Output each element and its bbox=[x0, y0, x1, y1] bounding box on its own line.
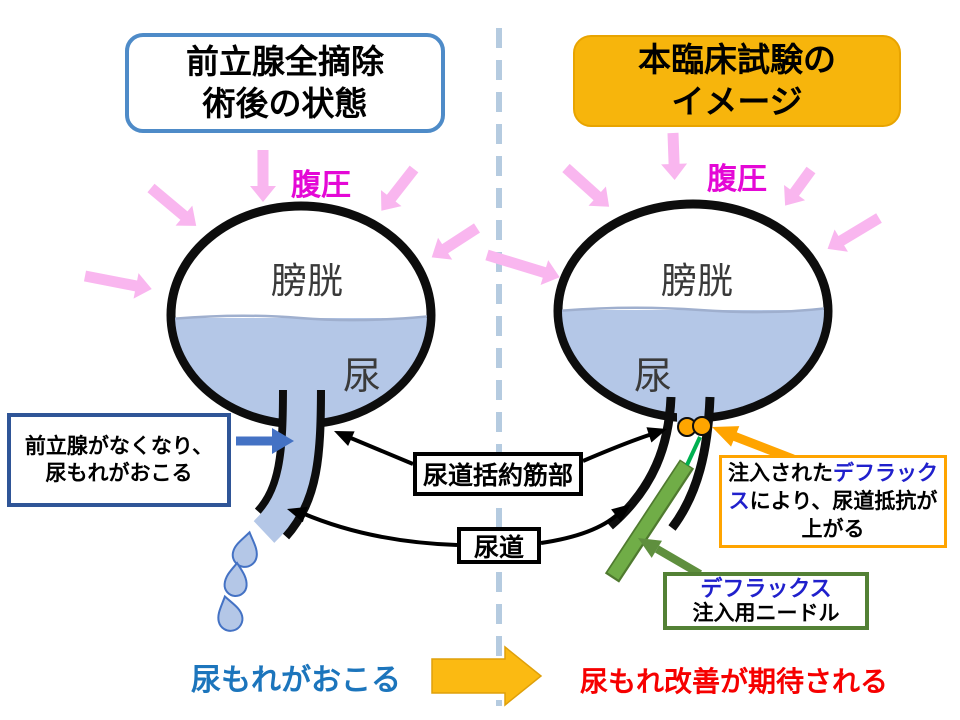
deflux-name-text: デフラックス bbox=[728, 461, 938, 513]
pressure-arrow-icon bbox=[784, 166, 816, 206]
callout-arrow-orange-icon bbox=[712, 426, 795, 464]
sphincter-pointer-arrows bbox=[334, 427, 667, 466]
abdominal-pressure-arrows-left bbox=[83, 150, 480, 299]
deflux-injection-dots-icon bbox=[677, 416, 712, 437]
injection-effect-text: 注入されたデフラックスにより、尿道抵抗が上がる bbox=[722, 460, 944, 544]
urine-drop-icon bbox=[217, 530, 258, 632]
left-title-line1: 前立腺全摘除 bbox=[186, 43, 384, 80]
pressure-arrow-icon bbox=[380, 165, 419, 211]
left-outcome-text: 尿もれがおこる bbox=[191, 664, 401, 697]
pressure-arrow-icon bbox=[485, 249, 560, 285]
needle-callout-line2: 注入用ニードル bbox=[692, 602, 840, 625]
needle-tip-icon bbox=[685, 436, 702, 466]
pressure-arrow-icon bbox=[562, 163, 610, 207]
left-title-box: 前立腺全摘除 術後の状態 bbox=[125, 33, 445, 133]
needle-callout-line1: デフラックス bbox=[700, 576, 832, 601]
pressure-arrow-icon bbox=[147, 183, 197, 226]
pressure-arrow-icon bbox=[83, 270, 152, 299]
injection-needle-icon bbox=[604, 459, 695, 583]
right-bladder-group bbox=[553, 199, 833, 583]
sphincter-label-box: 尿道括約筋部 bbox=[413, 452, 583, 496]
right-outcome-text: 尿もれ改善が期待される bbox=[579, 666, 888, 697]
right-urine-label: 尿 bbox=[633, 356, 672, 398]
left-urethra-inner bbox=[253, 379, 317, 543]
prostate-removed-line2: 尿もれがおこる bbox=[45, 462, 193, 485]
pressure-arrow-icon bbox=[250, 150, 276, 202]
injection-pre-text: 注入された bbox=[728, 461, 833, 485]
prostate-removed-line1: 前立腺がなくなり、 bbox=[24, 435, 214, 458]
callout-arrow-green-icon bbox=[638, 538, 703, 578]
right-title-line2: イメージ bbox=[671, 83, 803, 120]
urethra-pointer-arrows bbox=[287, 504, 631, 547]
injection-effect-callout: 注入されたデフラックスにより、尿道抵抗が上がる bbox=[719, 455, 947, 548]
left-title-line2: 術後の状態 bbox=[202, 85, 368, 122]
callout-arrow-blue-icon bbox=[236, 428, 294, 454]
right-title-box: 本臨床試験の イメージ bbox=[573, 35, 901, 127]
right-title-line1: 本臨床試験の bbox=[638, 41, 836, 78]
abdominal-pressure-arrows-right bbox=[485, 132, 882, 285]
needle-callout: デフラックス 注入用ニードル bbox=[663, 572, 869, 630]
injection-post-text: により、尿道抵抗が上がる bbox=[749, 489, 938, 541]
prostate-removed-callout: 前立腺がなくなり、 尿もれがおこる bbox=[7, 413, 231, 507]
right-urethra-right-wall bbox=[668, 396, 715, 531]
right-bladder-label: 膀胱 bbox=[660, 260, 733, 301]
transition-arrow-icon bbox=[431, 645, 543, 707]
urethra-label-box: 尿道 bbox=[457, 527, 541, 564]
pressure-arrow-icon bbox=[827, 213, 882, 252]
right-pressure-label: 腹圧 bbox=[707, 163, 767, 196]
pressure-arrow-icon bbox=[661, 132, 688, 180]
left-urine-label: 尿 bbox=[342, 356, 381, 398]
left-bladder-group bbox=[166, 201, 436, 632]
left-pressure-label: 腹圧 bbox=[291, 169, 351, 202]
pressure-arrow-icon bbox=[431, 223, 480, 260]
left-bladder-label: 膀胱 bbox=[270, 260, 343, 301]
